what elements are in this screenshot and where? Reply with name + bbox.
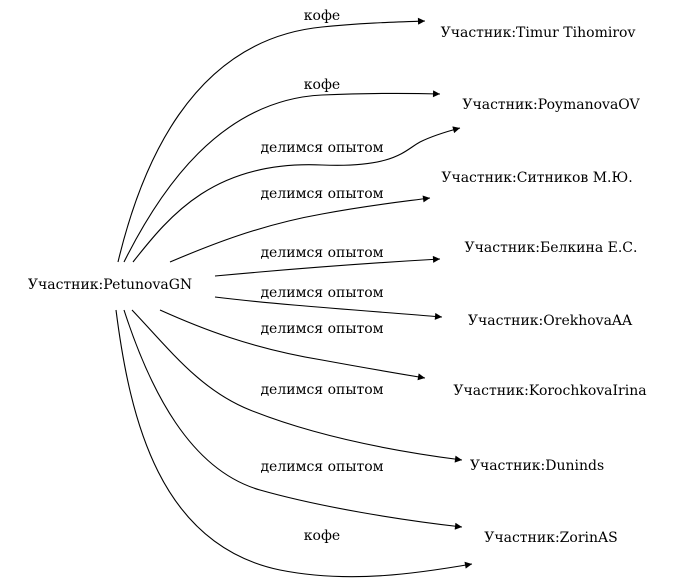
edge-label: делимся опытом (260, 321, 383, 337)
edge-label: кофе (304, 528, 340, 544)
node-orekhovaaa[interactable]: Участник:OrekhovaAA (468, 313, 633, 329)
edge-label: делимся опытом (260, 245, 383, 261)
node-sitnikov[interactable]: Участник:Ситников М.Ю. (441, 170, 632, 186)
source-node[interactable]: Участник:PetunovaGN (28, 277, 192, 293)
node-poymanovaov[interactable]: Участник:PoymanovaOV (462, 97, 640, 113)
node-zorinas[interactable]: Участник:ZorinAS (484, 530, 617, 546)
edge-3 (132, 126, 461, 263)
edge-4 (169, 195, 431, 263)
edge-2 (123, 90, 441, 263)
edge-label: делимся опытом (260, 285, 383, 301)
edge-9 (123, 309, 463, 530)
node-timur-tihomirov[interactable]: Участник:Timur Tihomirov (441, 25, 636, 41)
node-belkina[interactable]: Участник:Белкина Е.С. (465, 240, 638, 256)
edge-1 (117, 17, 426, 263)
edge-label: делимся опытом (260, 140, 383, 156)
node-duninds[interactable]: Участник:Duninds (470, 458, 604, 474)
edge-label: кофе (304, 8, 340, 24)
edge-10 (115, 309, 473, 578)
edge-5 (214, 255, 441, 277)
edge-label: делимся опытом (260, 382, 383, 398)
edge-label: кофе (304, 77, 340, 93)
edge-8 (131, 309, 463, 463)
edge-label: делимся опытом (260, 186, 383, 202)
edge-7 (159, 309, 426, 381)
node-korochkovairina[interactable]: Участник:KorochkovaIrina (453, 383, 646, 399)
edge-6 (214, 296, 443, 320)
edge-label: делимся опытом (260, 459, 383, 475)
